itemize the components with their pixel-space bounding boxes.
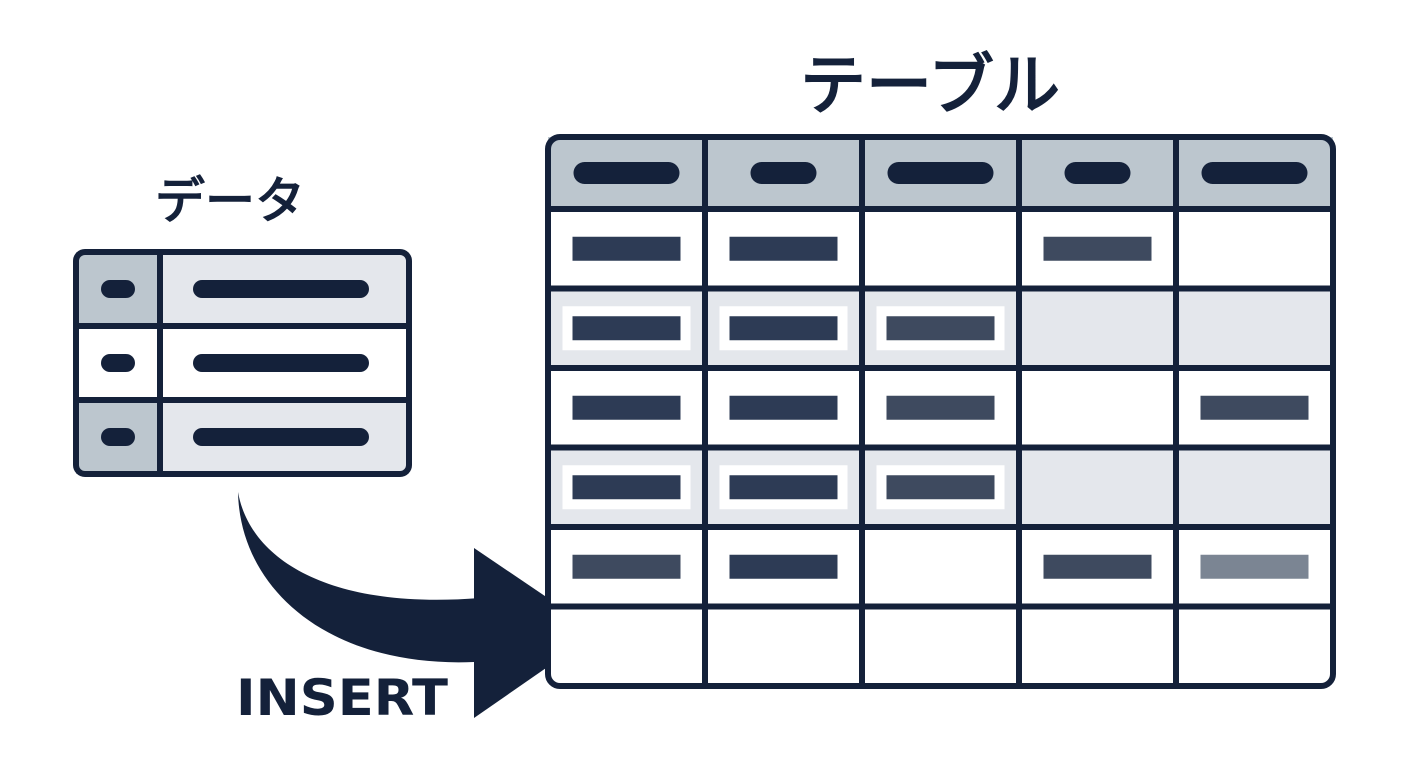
target-cell-bar	[729, 236, 838, 261]
target-cell-bar	[1043, 554, 1152, 579]
target-cell-bar	[1200, 395, 1309, 420]
target-header-pill	[1201, 162, 1308, 184]
insert-arrow-shaft	[238, 492, 480, 663]
target-table: テーブル	[545, 47, 1336, 689]
target-cell-bar	[572, 395, 681, 420]
source-pills	[101, 280, 369, 446]
target-cell-bars	[562, 226, 1319, 589]
target-cell-bar	[886, 475, 995, 500]
source-title: データ	[155, 172, 305, 230]
target-title: テーブル	[800, 47, 1060, 124]
target-header-pill	[1064, 162, 1131, 184]
source-key-pill	[101, 428, 135, 446]
target-cell-bar	[886, 316, 995, 341]
target-header-pill	[573, 162, 680, 184]
target-row-6	[548, 606, 1333, 686]
target-cell-bar	[729, 475, 838, 500]
insert-arrow: INSERT	[236, 492, 598, 727]
target-cell-bar	[886, 395, 995, 420]
target-cell-bar	[729, 316, 838, 341]
target-cell-bar	[572, 236, 681, 261]
target-cell-bar	[729, 554, 838, 579]
source-data-card: データ	[73, 172, 412, 477]
source-row-dividers	[76, 323, 409, 403]
source-value-pill	[193, 428, 369, 446]
target-cell-bar	[572, 554, 681, 579]
target-gridlines	[548, 137, 1333, 686]
target-header-pills	[573, 162, 1308, 184]
target-table-frame	[545, 134, 1336, 689]
insert-arrow-head	[474, 548, 598, 718]
target-header-pill	[887, 162, 994, 184]
source-key-pill	[101, 354, 135, 372]
source-key-pill	[101, 280, 135, 298]
target-cell-bar	[1043, 236, 1152, 261]
source-value-pill	[193, 354, 369, 372]
target-cell-bar	[572, 475, 681, 500]
target-cell-bar	[729, 395, 838, 420]
source-value-pill	[193, 280, 369, 298]
source-card-frame	[73, 249, 412, 477]
target-header-pill	[750, 162, 817, 184]
insert-label: INSERT	[236, 669, 448, 727]
target-cell-bar	[572, 316, 681, 341]
target-cell-bar	[1200, 554, 1309, 579]
